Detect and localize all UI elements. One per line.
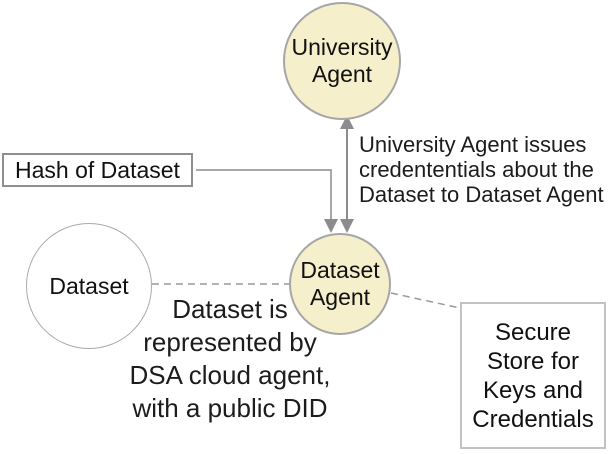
securestore-association-dashed-line	[390, 292, 461, 309]
dataset-agent-label: Dataset Agent	[300, 257, 380, 310]
hash-of-dataset-box: Hash of Dataset	[2, 153, 193, 187]
university-agent-node: University Agent	[283, 2, 401, 120]
dataset-representation-annotation: Dataset is represented by DSA cloud agen…	[129, 294, 331, 423]
dataset-node: Dataset	[26, 223, 152, 349]
dataset-agent-node: Dataset Agent	[289, 233, 391, 335]
secure-store-box: Secure Store for Keys and Credentials	[460, 302, 606, 449]
hash-of-dataset-label: Hash of Dataset	[15, 157, 180, 183]
credential-issue-annotation: University Agent issues credententials a…	[359, 132, 604, 207]
arrow-down-head	[340, 219, 354, 233]
hash-arrow-down-head	[324, 219, 338, 233]
arrow-up-head	[340, 115, 354, 129]
hash-to-agent-connector	[196, 169, 332, 220]
dataset-label: Dataset	[49, 272, 129, 299]
secure-store-label: Secure Store for Keys and Credentials	[472, 318, 594, 433]
university-agent-label: University Agent	[291, 34, 393, 87]
